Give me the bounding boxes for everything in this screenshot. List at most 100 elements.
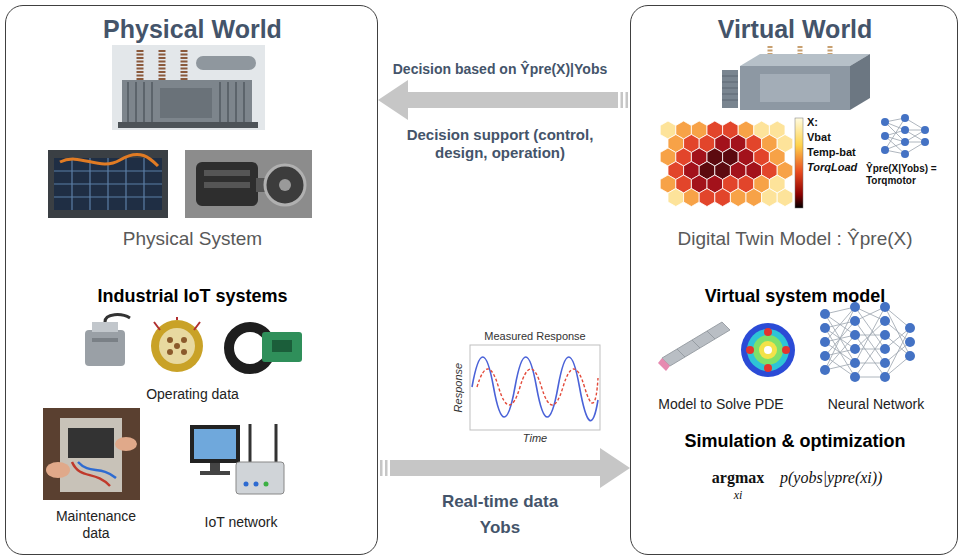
fem-disc xyxy=(741,323,795,377)
neural-net xyxy=(825,307,910,377)
response-chart xyxy=(470,345,600,430)
variable-name: Temp-bat xyxy=(807,146,856,159)
motor-photo xyxy=(185,150,312,218)
transformer-photo xyxy=(160,88,212,118)
maintenance-photo xyxy=(78,462,116,478)
transformer-photo xyxy=(118,122,258,128)
transformer-model xyxy=(850,54,870,110)
motor-photo xyxy=(204,182,250,188)
transformer-photo xyxy=(196,56,256,70)
motor-photo xyxy=(204,170,250,176)
formula: argmax xyxy=(700,468,776,487)
axis-label: Response xyxy=(452,353,465,423)
fem-disc xyxy=(764,346,772,354)
heatmap xyxy=(668,189,684,207)
small-neural-net xyxy=(881,118,889,126)
iot-network-photo xyxy=(254,482,259,487)
small-neural-net xyxy=(921,126,929,134)
small-neural-net xyxy=(881,146,889,154)
neural-net xyxy=(850,358,860,368)
iot-network-photo xyxy=(236,462,284,494)
neural-net xyxy=(905,337,915,347)
maintenance-photo xyxy=(46,462,70,478)
section-heading: Industrial IoT systems xyxy=(6,286,379,308)
neural-net xyxy=(820,337,830,347)
iot-network-photo xyxy=(190,425,240,463)
battery-pack-photo xyxy=(48,150,168,218)
beam-model xyxy=(658,322,730,371)
section-heading: Virtual system model xyxy=(631,286,959,308)
neural-net xyxy=(880,358,890,368)
formula: p(yobs|ypre(xi)) xyxy=(780,468,882,487)
transformer-model xyxy=(722,46,870,110)
transformer-model xyxy=(722,70,738,108)
heatmap xyxy=(660,121,793,207)
neural-net xyxy=(820,309,830,319)
fem-disc xyxy=(759,341,777,359)
flow-arrow-group xyxy=(380,460,600,476)
arrow-tail-stripe xyxy=(621,92,624,108)
signal-name: Yobs xyxy=(385,518,615,538)
neural-net xyxy=(820,323,830,333)
fem-disc xyxy=(782,346,790,354)
iot-network-photo xyxy=(194,429,236,459)
accelerometer-photo xyxy=(92,322,118,332)
edge-label: Decision based on Ŷpre(X)|Yobs xyxy=(382,61,618,78)
iot-network-photo xyxy=(275,424,278,462)
fem-disc xyxy=(764,328,772,336)
panel-title: Physical World xyxy=(6,14,379,44)
variable-name: X: xyxy=(807,116,818,129)
motor-photo xyxy=(196,162,258,206)
heatmap xyxy=(699,189,715,207)
image-caption: IoT network xyxy=(186,514,296,531)
heatmap xyxy=(684,189,700,207)
formula: xi xyxy=(700,488,776,502)
transformer-photo xyxy=(112,45,265,130)
neural-net xyxy=(850,316,860,326)
accelerometer-photo xyxy=(92,338,118,342)
arrow-tail-stripe xyxy=(385,460,388,476)
small-neural-net xyxy=(881,132,889,140)
small-neural-net xyxy=(901,150,909,158)
motor-photo xyxy=(185,150,312,218)
connector-sensor-photo xyxy=(181,337,187,343)
arrow-tail-stripe xyxy=(626,92,629,108)
current-clamp-photo xyxy=(262,332,302,362)
heatmap xyxy=(762,189,778,207)
iot-network-photo xyxy=(190,424,284,494)
model-caption: Digital Twin Model : Ŷpre(X) xyxy=(631,228,959,251)
edge-label: Real-time data xyxy=(385,492,615,512)
flow-arrow-group xyxy=(408,92,628,108)
iot-network-photo xyxy=(244,482,249,487)
heatmap xyxy=(777,189,793,207)
response-chart xyxy=(477,369,598,405)
neural-net xyxy=(880,316,890,326)
beam-model xyxy=(658,358,670,371)
fem-disc xyxy=(746,346,754,354)
chart-title: Measured Response xyxy=(470,330,600,343)
maintenance-photo xyxy=(60,418,122,492)
fem-disc xyxy=(764,364,772,372)
heatmap xyxy=(730,189,746,207)
small-neural-net xyxy=(901,126,909,134)
motor-photo xyxy=(265,165,305,205)
small-neural-net xyxy=(881,114,929,158)
iot-network-photo xyxy=(200,471,230,475)
transformer-model xyxy=(740,54,870,66)
neural-net xyxy=(850,330,860,340)
transformer-photo xyxy=(181,50,188,80)
battery-pack-photo xyxy=(60,154,158,166)
connector-sensor-photo xyxy=(159,328,195,364)
current-clamp-photo xyxy=(272,340,292,352)
maintenance-photo xyxy=(43,408,140,500)
heatmap xyxy=(746,189,762,207)
accelerometer-photo xyxy=(85,315,130,366)
battery-pack-photo xyxy=(48,150,168,218)
image-caption: Operating data xyxy=(6,386,379,403)
maintenance-photo xyxy=(43,408,140,500)
current-clamp-photo xyxy=(229,327,302,369)
flow-arrow xyxy=(390,460,600,476)
neural-net xyxy=(820,302,915,382)
transformer-model xyxy=(760,74,830,102)
